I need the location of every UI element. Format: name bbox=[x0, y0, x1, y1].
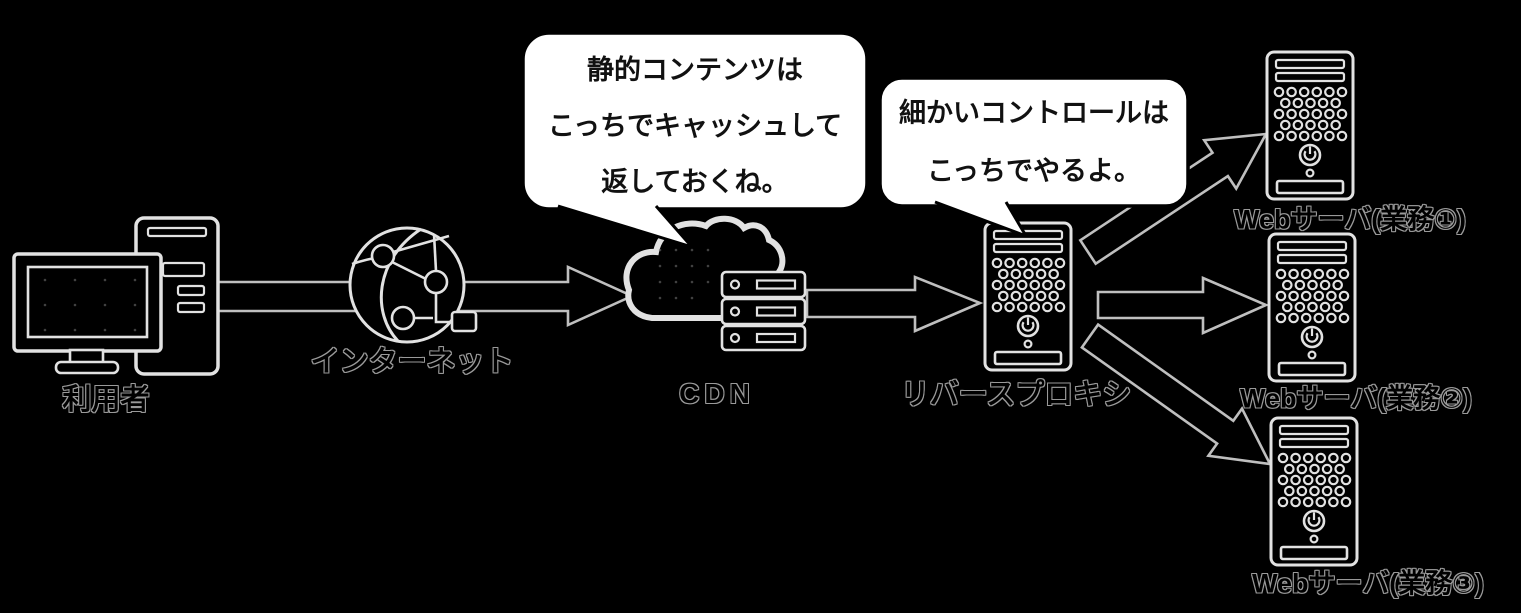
callout-proxy-bubble bbox=[878, 76, 1190, 238]
arrow-proxy-to-web3 bbox=[1080, 322, 1273, 466]
web-server-2-icon bbox=[1267, 232, 1357, 383]
web-server-1-label: Webサーバ(業務①) bbox=[1233, 204, 1467, 235]
network-terminal-box bbox=[450, 310, 478, 333]
cdn-label: CDN bbox=[679, 378, 755, 409]
callout-line: こっちでやるよ。 bbox=[926, 155, 1142, 186]
web-server-2-label: Webサーバ(業務②) bbox=[1239, 383, 1473, 414]
callout-proxy-text: 細かいコントロールは こっちでやるよ。 bbox=[880, 84, 1188, 200]
internet-globe-icon bbox=[348, 226, 478, 344]
internet-label: インターネット bbox=[310, 346, 514, 378]
callout-line: こっちでキャッシュして bbox=[547, 110, 843, 141]
callout-cdn-tail bbox=[557, 204, 694, 249]
screen-dot-grid bbox=[43, 278, 137, 332]
callout-line: 細かいコントロールは bbox=[899, 97, 1169, 128]
callout-cdn-bubble bbox=[521, 31, 869, 249]
web-server-1-icon bbox=[1265, 50, 1355, 201]
cloud-dot-grid bbox=[658, 248, 710, 300]
callout-cdn-text: 静的コンテンツは こっちでキャッシュして 返しておくね。 bbox=[523, 42, 867, 210]
callout-line: 静的コンテンツは bbox=[587, 54, 803, 85]
reverse-proxy-label: リバースプロキシ bbox=[900, 379, 1132, 411]
arrow-proxy-to-web2 bbox=[1096, 276, 1270, 336]
cdn-cloud-icon bbox=[623, 215, 807, 352]
arrow-cdn-to-proxy bbox=[805, 275, 984, 333]
web-server-3-label: Webサーバ(業務③) bbox=[1251, 568, 1485, 599]
callout-line: 返しておくね。 bbox=[601, 166, 789, 197]
cdn-rack-icon bbox=[720, 270, 807, 352]
web-server-3-icon bbox=[1269, 416, 1359, 567]
user-computer-icon bbox=[12, 216, 220, 376]
reverse-proxy-server-icon bbox=[983, 221, 1073, 372]
callout-proxy-tail bbox=[934, 200, 1028, 238]
user-label: 利用者 bbox=[62, 384, 150, 416]
